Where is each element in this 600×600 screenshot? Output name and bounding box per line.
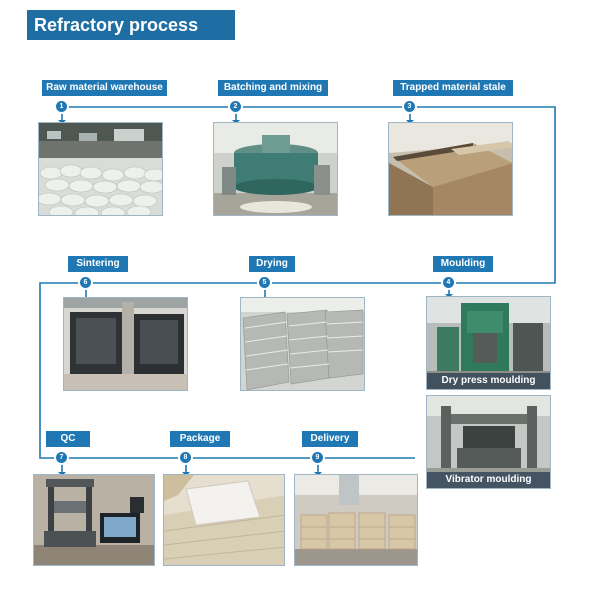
step-node-7: 7 (56, 452, 67, 463)
photo-trapped-material-stale (388, 122, 513, 216)
photo-delivery (294, 474, 418, 566)
step-node-5: 5 (259, 277, 270, 288)
photo-drying (240, 297, 365, 391)
step-label-batching-and-mixing: Batching and mixing (218, 80, 328, 96)
photo-sintering (63, 297, 188, 391)
step-label-package: Package (170, 431, 230, 447)
drying-racks-image (241, 298, 364, 390)
photo-qc (33, 474, 155, 566)
package-image (164, 475, 284, 565)
qc-machine-image (34, 475, 154, 565)
step-node-6: 6 (80, 277, 91, 288)
step-node-8: 8 (180, 452, 191, 463)
step-node-4: 4 (443, 277, 454, 288)
step-label-sintering: Sintering (68, 256, 128, 272)
photo-vibrator-moulding: Vibrator moulding (426, 395, 551, 489)
kiln-image (64, 298, 187, 390)
mixer-image (214, 123, 337, 215)
step-label-drying: Drying (249, 256, 295, 272)
warehouse-image (39, 123, 162, 215)
caption-vibrator-moulding: Vibrator moulding (427, 472, 550, 488)
step-label-trapped-material-stale: Trapped material stale (393, 80, 513, 96)
step-node-3: 3 (404, 101, 415, 112)
step-label-delivery: Delivery (302, 431, 358, 447)
material-tray-image (389, 123, 512, 215)
step-label-raw-material-warehouse: Raw material warehouse (42, 80, 167, 96)
photo-raw-material-warehouse (38, 122, 163, 216)
photo-dry-press-moulding: Dry press moulding (426, 296, 551, 390)
step-node-9: 9 (312, 452, 323, 463)
caption-dry-press-moulding: Dry press moulding (427, 373, 550, 389)
step-node-1: 1 (56, 101, 67, 112)
delivery-image (295, 475, 417, 565)
step-node-2: 2 (230, 101, 241, 112)
photo-batching-and-mixing (213, 122, 338, 216)
step-label-qc: QC (46, 431, 90, 447)
photo-package (163, 474, 285, 566)
step-label-moulding: Moulding (433, 256, 493, 272)
page-title: Refractory process (27, 10, 235, 40)
